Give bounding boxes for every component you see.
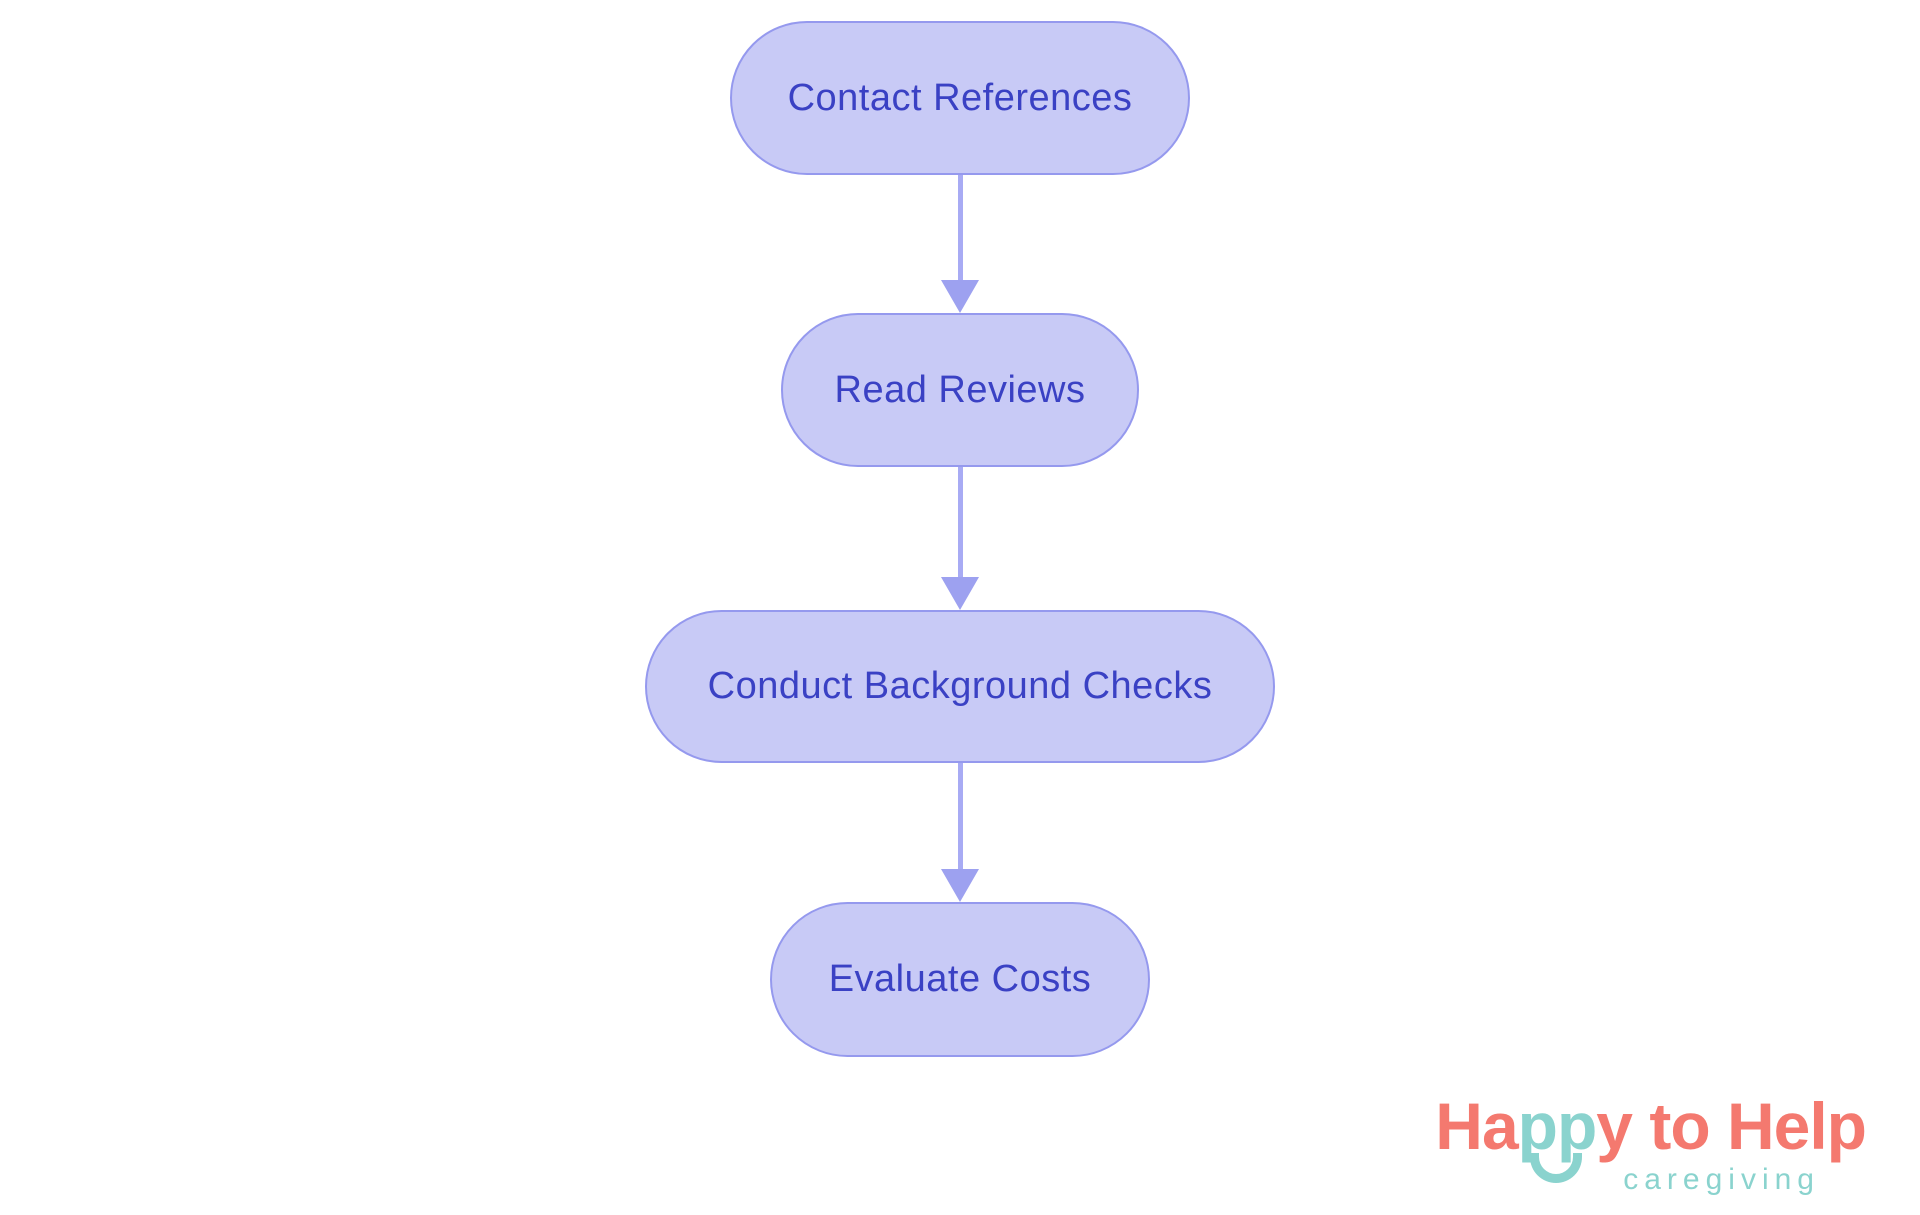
flow-node-contact-references: Contact References: [730, 21, 1190, 175]
logo-text-part3: y to Help: [1596, 1089, 1867, 1163]
flow-node-conduct-background-checks: Conduct Background Checks: [645, 610, 1275, 763]
arrow-head-icon: [941, 869, 979, 902]
smile-icon: [1529, 1153, 1582, 1183]
flow-node-evaluate-costs: Evaluate Costs: [770, 902, 1150, 1057]
node-label-read-reviews: Read Reviews: [834, 368, 1086, 411]
logo-text-part2: pp: [1518, 1093, 1597, 1183]
arrow-line: [957, 467, 963, 577]
arrow-line: [957, 763, 963, 869]
flow-arrow-1: [941, 175, 979, 313]
logo-tagline: caregiving: [1623, 1163, 1820, 1196]
arrow-line: [957, 175, 963, 280]
arrow-head-icon: [941, 577, 979, 610]
flow-node-read-reviews: Read Reviews: [781, 313, 1139, 467]
node-label-contact-references: Contact References: [787, 76, 1133, 119]
flow-arrow-2: [941, 467, 979, 610]
logo-pp-letters: pp: [1517, 1089, 1598, 1163]
logo-text-part1: Ha: [1435, 1089, 1518, 1163]
arrow-head-icon: [941, 280, 979, 313]
flow-arrow-3: [941, 763, 979, 902]
node-label-conduct-background-checks: Conduct Background Checks: [707, 665, 1213, 707]
node-label-evaluate-costs: Evaluate Costs: [828, 958, 1092, 1000]
